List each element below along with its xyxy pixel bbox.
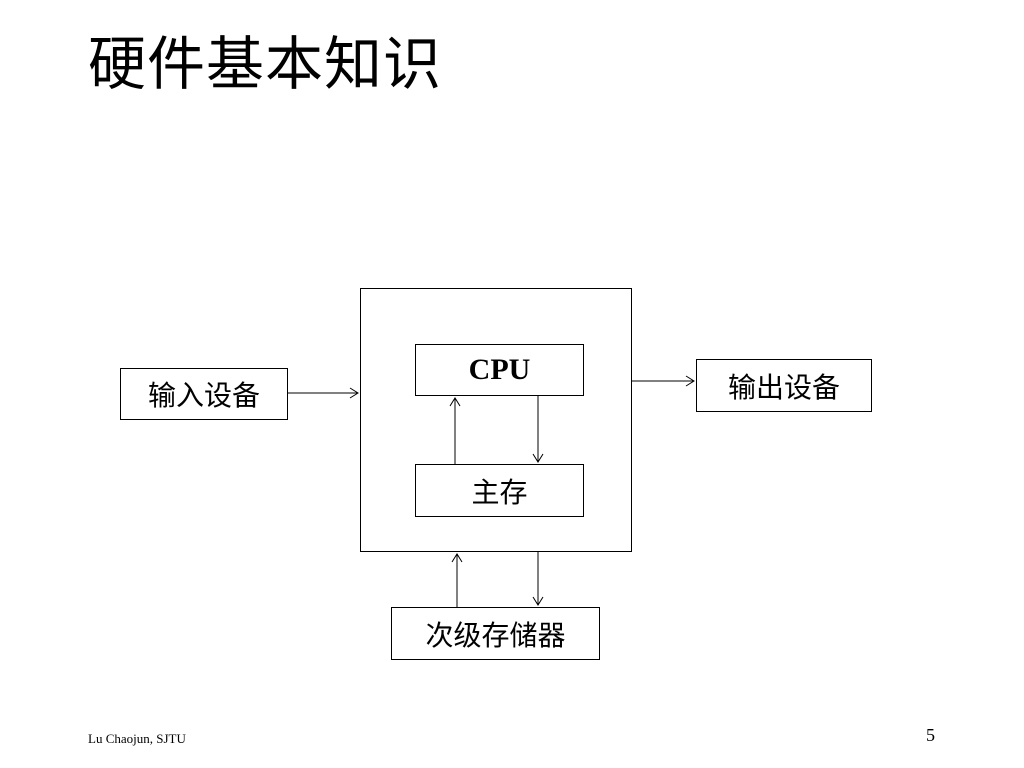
- arrow-storage-to-computer: [451, 553, 463, 607]
- arrow-input-to-computer: [288, 387, 359, 399]
- footer-author: Lu Chaojun, SJTU: [88, 731, 186, 746]
- cpu-box: CPU: [415, 344, 584, 396]
- secondary-storage-box: 次级存储器: [391, 607, 600, 660]
- main-memory-label: 主存: [471, 475, 528, 509]
- main-memory-box: 主存: [415, 464, 584, 517]
- slide-title: 硬件基本知识: [88, 30, 443, 98]
- computer-boundary-box: [360, 288, 632, 552]
- secondary-storage-label: 次级存储器: [425, 618, 566, 652]
- cpu-label: CPU: [468, 353, 531, 386]
- input-device-label: 输入设备: [147, 379, 260, 412]
- arrow-computer-to-storage: [532, 552, 544, 606]
- input-device-box: 输入设备: [120, 368, 288, 420]
- output-device-box: 输出设备: [696, 359, 872, 412]
- output-device-label: 输出设备: [727, 370, 840, 404]
- arrow-computer-to-output: [632, 375, 695, 387]
- page-number: 5: [926, 725, 935, 745]
